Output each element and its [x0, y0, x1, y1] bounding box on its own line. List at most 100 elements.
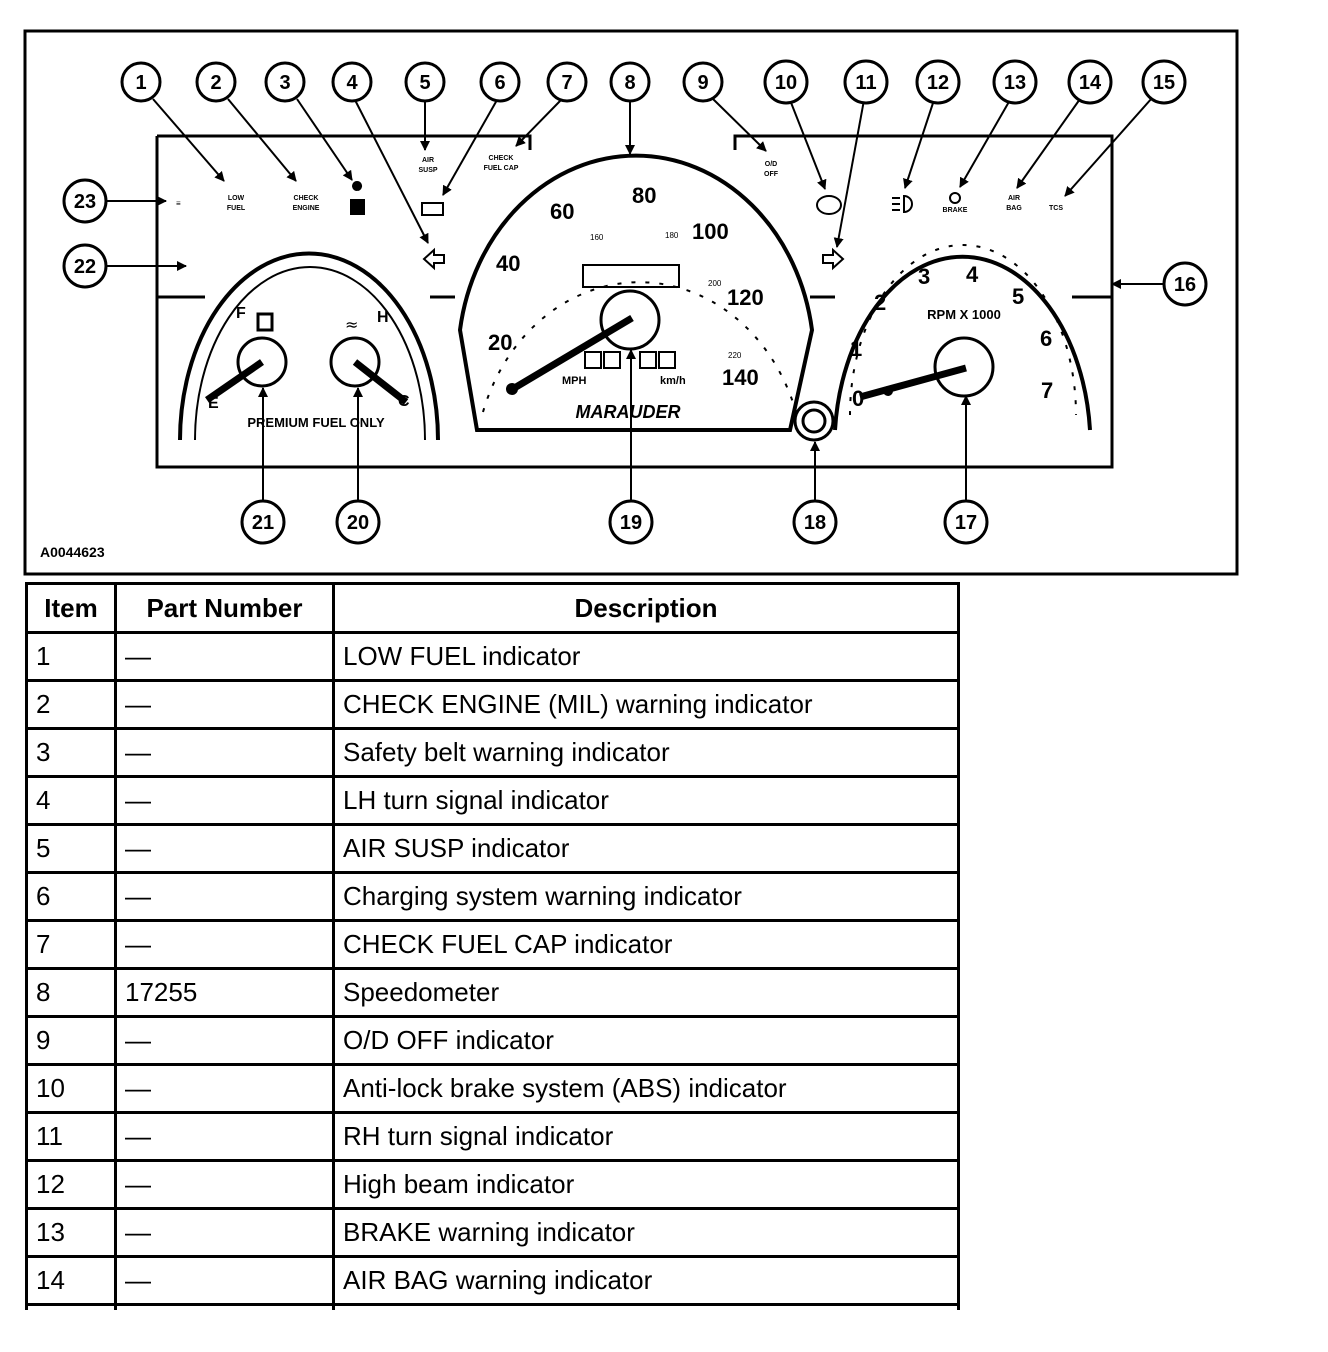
leader-lines	[105, 97, 1164, 503]
item-cell: 12	[25, 1159, 117, 1210]
description-cell: LH turn signal indicator	[332, 775, 960, 826]
header-part-number: Part Number	[114, 582, 335, 634]
kmh-label-220: 220	[728, 351, 742, 360]
seat-belt-23-icon: ≡	[176, 199, 181, 208]
tach-label-0: 0	[852, 386, 864, 411]
speed-label-140: 140	[722, 365, 759, 390]
rh-turn-signal-icon	[822, 247, 845, 271]
tach-label-3: 3	[918, 264, 930, 289]
kmh-label-180: 180	[665, 231, 679, 240]
svg-text:20: 20	[347, 512, 369, 534]
callout-markers: 1 2 3 4 5 6 7 8 9 10 11 12 13 14 15 16 1…	[62, 59, 1208, 545]
svg-text:13: 13	[1004, 72, 1026, 94]
table-row: 2—CHECK ENGINE (MIL) warning indicator	[25, 679, 960, 730]
table-row: 14—AIR BAG warning indicator	[25, 1255, 960, 1306]
low-fuel-text-2: FUEL	[227, 205, 246, 212]
part-number-cell: —	[114, 1063, 335, 1114]
low-fuel-text-1: LOW	[228, 195, 245, 202]
callout-20: 20	[335, 499, 381, 545]
callout-4: 4	[331, 61, 373, 103]
table-row: 10—Anti-lock brake system (ABS) indicato…	[25, 1063, 960, 1114]
description-cell: AIR BAG warning indicator	[332, 1255, 960, 1306]
part-number-cell: 17255	[114, 967, 335, 1018]
fuel-temp-gauge-pod: F E H C ≈ PREMIUM FUEL ONLY	[178, 251, 440, 441]
lh-turn-signal-icon	[422, 247, 445, 271]
unit-mph: MPH	[562, 375, 587, 387]
callout-2: 2	[195, 61, 237, 103]
premium-fuel-caption: PREMIUM FUEL ONLY	[247, 415, 385, 430]
description-cell: Anti-lock brake system (ABS) indicator	[332, 1063, 960, 1114]
odometer-display	[582, 264, 680, 288]
callout-21: 21	[240, 499, 286, 545]
svg-text:23: 23	[74, 191, 96, 213]
speedometer: 20 40 60 80 100 120 140 160 180 200 220 …	[457, 153, 815, 432]
callout-15: 15	[1141, 59, 1187, 105]
table-row: 6—Charging system warning indicator	[25, 871, 960, 922]
air-bag-text-2: BAG	[1006, 205, 1022, 212]
table-row: 3—Safety belt warning indicator	[25, 727, 960, 778]
callout-17: 17	[943, 499, 989, 545]
tach-label-7: 7	[1041, 378, 1053, 403]
indicator-panel: LOW FUEL CHECK ENGINE AIR SUSP CHECK FUE…	[227, 155, 1063, 214]
callout-23: 23	[62, 178, 108, 224]
table-row: 4—LH turn signal indicator	[25, 775, 960, 826]
table-row: 7—CHECK FUEL CAP indicator	[25, 919, 960, 970]
tach-units: RPM X 1000	[927, 307, 1001, 322]
table-row: 5—AIR SUSP indicator	[25, 823, 960, 874]
safety-belt-icon	[350, 181, 365, 215]
part-number-cell: —	[114, 679, 335, 730]
part-number-cell: —	[114, 871, 335, 922]
part-number-cell: —	[114, 1159, 335, 1210]
temp-hot-mark: H	[377, 309, 389, 326]
item-cell: 8	[25, 967, 117, 1018]
tcs-text: TCS	[1049, 205, 1063, 212]
header-item: Item	[25, 582, 117, 634]
callout-19: 19	[608, 499, 654, 545]
check-engine-text-2: ENGINE	[293, 205, 320, 212]
callout-8: 8	[609, 61, 651, 103]
callout-5: 5	[404, 61, 446, 103]
svg-text:18: 18	[804, 512, 826, 534]
callout-6: 6	[479, 61, 521, 103]
speed-label-60: 60	[550, 199, 574, 224]
svg-text:5: 5	[419, 72, 430, 94]
speed-label-80: 80	[632, 183, 656, 208]
svg-text:2: 2	[210, 72, 221, 94]
tach-label-1: 1	[850, 336, 862, 361]
description-cell: LOW FUEL indicator	[332, 631, 960, 682]
svg-text:7: 7	[561, 72, 572, 94]
tach-label-5: 5	[1012, 284, 1024, 309]
part-number-cell: —	[114, 823, 335, 874]
fuel-full-mark: F	[236, 305, 246, 322]
callout-22: 22	[62, 243, 108, 289]
check-fuel-cap-text-1: CHECK	[489, 155, 514, 162]
callout-18: 18	[792, 499, 838, 545]
brand-logo: MARAUDER	[576, 402, 681, 422]
item-cell: 9	[25, 1015, 117, 1066]
part-number-cell: —	[114, 775, 335, 826]
temp-icon: ≈	[345, 315, 358, 334]
svg-text:10: 10	[775, 72, 797, 94]
check-fuel-cap-text-2: FUEL CAP	[484, 165, 519, 172]
callout-14: 14	[1067, 59, 1113, 105]
tachometer: 0 1 2 3 4 5 6 7 RPM X 1000	[833, 244, 1092, 431]
callout-9: 9	[682, 61, 724, 103]
speed-label-40: 40	[496, 251, 520, 276]
kmh-label-200: 200	[708, 279, 722, 288]
figure-code: A0044623	[40, 544, 105, 560]
check-engine-text-1: CHECK	[294, 195, 319, 202]
item-cell: 14	[25, 1255, 117, 1306]
part-number-cell: —	[114, 727, 335, 778]
item-cell: 10	[25, 1063, 117, 1114]
table-continuation-row	[25, 1303, 960, 1310]
unit-kmh: km/h	[660, 375, 686, 387]
battery-icon	[421, 202, 444, 216]
description-cell: O/D OFF indicator	[332, 1015, 960, 1066]
svg-text:12: 12	[927, 72, 949, 94]
air-susp-text-2: SUSP	[418, 167, 437, 174]
description-cell: BRAKE warning indicator	[332, 1207, 960, 1258]
speed-label-120: 120	[727, 285, 764, 310]
kmh-label-160: 160	[590, 233, 604, 242]
svg-text:16: 16	[1174, 274, 1196, 296]
